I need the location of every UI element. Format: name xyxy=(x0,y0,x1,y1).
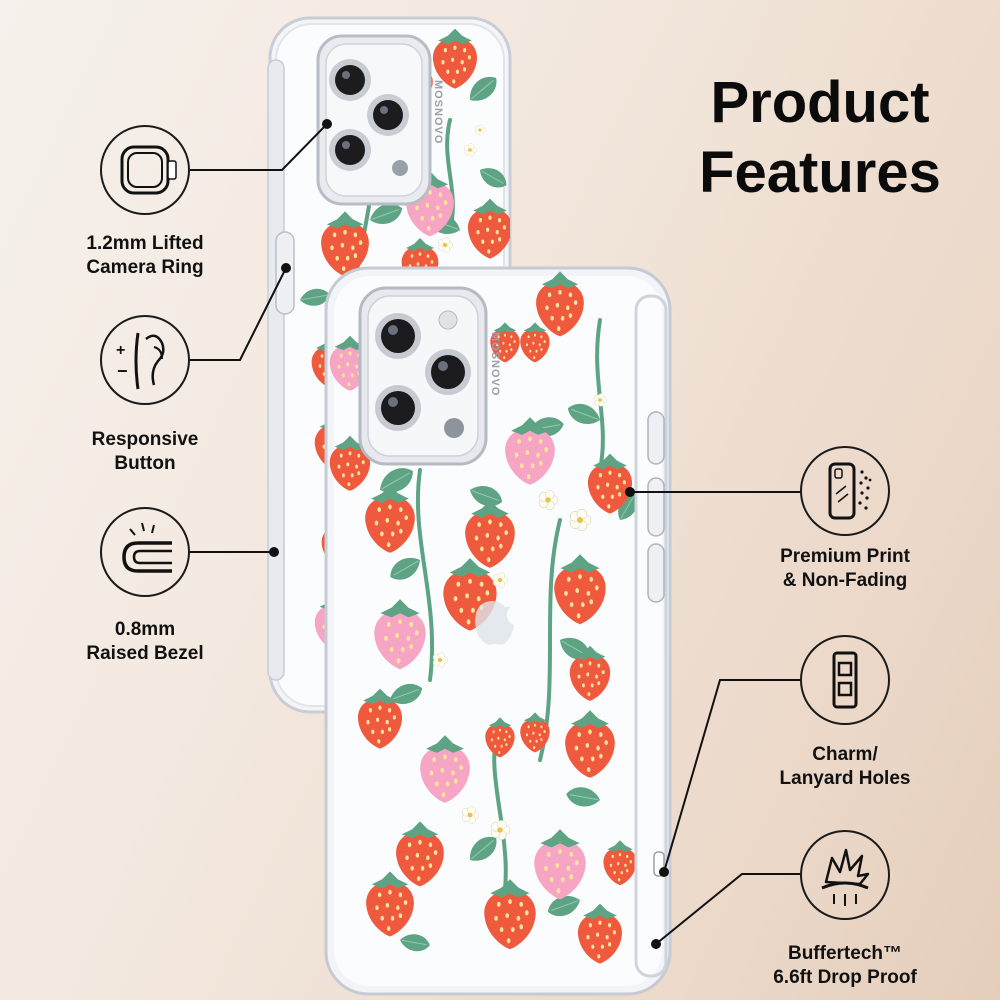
raised-bezel-line-1: 0.8mm xyxy=(114,619,176,640)
lanyard-holes-label: Charm/ Lanyard Holes xyxy=(755,743,935,791)
leaf-motif xyxy=(566,787,600,807)
strawberry-motif xyxy=(365,485,415,553)
apple-logo-icon xyxy=(475,601,514,645)
leaf-motif xyxy=(469,836,497,861)
strawberry-motif xyxy=(603,840,637,886)
leaf-motif xyxy=(480,168,507,188)
front-camera-module xyxy=(358,286,488,466)
blossom-motif xyxy=(490,820,511,840)
bezel-edge-icon xyxy=(122,522,172,573)
camera-ring-label: 1.2mm Lifted Camera Ring xyxy=(55,232,235,280)
premium-print-label: Premium Print & Non-Fading xyxy=(755,545,935,593)
button-press-icon: + − xyxy=(116,332,165,390)
front-strawberry-pattern xyxy=(329,271,638,964)
blossom-motif xyxy=(463,143,477,157)
premium-print-line-1: Premium Print xyxy=(780,546,910,567)
premium-print-line-2: & Non-Fading xyxy=(782,570,908,591)
strawberry-motif xyxy=(357,688,403,749)
raised-bezel-line-2: Raised Bezel xyxy=(86,643,204,664)
raised-bezel-badge xyxy=(100,507,190,597)
blossom-motif xyxy=(492,572,508,588)
strawberry-motif xyxy=(374,599,426,670)
strawberry-motif xyxy=(432,28,478,89)
strawberry-motif xyxy=(465,500,515,568)
strawberry-motif xyxy=(329,435,371,491)
print-spray-icon xyxy=(828,462,872,520)
page-title: Product Features xyxy=(660,68,980,208)
front-side-button-2 xyxy=(647,477,665,537)
back-brand-print: MOSNOVO xyxy=(432,80,444,144)
leaf-motif xyxy=(400,934,430,952)
vine-stem xyxy=(445,118,455,232)
strawberry-motif xyxy=(554,554,606,625)
strawberry-motif xyxy=(485,717,515,758)
buffertech-line-2: 6.6ft Drop Proof xyxy=(773,967,917,988)
strawberry-motif xyxy=(520,712,550,753)
strawberry-motif xyxy=(321,211,369,277)
strawberry-motif xyxy=(587,453,633,514)
buffertech-badge xyxy=(800,830,890,920)
blossom-motif xyxy=(538,490,559,510)
camera-ring-icon xyxy=(120,145,177,195)
leaf-motif xyxy=(300,288,330,306)
strawberry-motif xyxy=(520,322,550,363)
premium-print-badge xyxy=(800,446,890,536)
responsive-button-label: Responsive Button xyxy=(55,428,235,476)
front-phone-case: MOSNOVO xyxy=(324,266,672,996)
leaf-motif xyxy=(380,468,413,493)
blossom-motif xyxy=(474,124,486,136)
buffertech-label: Buffertech™ 6.6ft Drop Proof xyxy=(755,942,935,990)
leaf-motif xyxy=(470,486,503,507)
front-side-button-1 xyxy=(647,411,665,465)
buffertech-line-1: Buffertech™ xyxy=(787,943,902,964)
lanyard-hole xyxy=(653,851,665,877)
svg-text:+: + xyxy=(116,342,125,359)
responsive-button-line-2: Button xyxy=(114,453,176,474)
front-side-button-3 xyxy=(647,543,665,603)
lanyard-hole-icon xyxy=(832,651,858,709)
strawberry-motif xyxy=(565,710,615,778)
lanyard-holes-badge xyxy=(800,635,890,725)
leaf-motif xyxy=(370,203,403,224)
blossom-motif xyxy=(437,237,453,253)
camera-ring-line-2: Camera Ring xyxy=(86,257,204,278)
blossom-motif xyxy=(461,806,480,824)
leaf-motif xyxy=(390,683,423,704)
back-side-button xyxy=(275,231,295,315)
blossom-motif xyxy=(593,393,607,407)
responsive-button-badge: + − xyxy=(100,315,190,405)
blossom-motif xyxy=(569,508,592,532)
strawberry-motif xyxy=(490,322,520,363)
leaf-motif xyxy=(390,557,420,580)
lanyard-holes-line-2: Lanyard Holes xyxy=(779,768,911,789)
strawberry-motif xyxy=(396,821,444,887)
shock-absorb-icon xyxy=(821,848,870,906)
strawberry-motif xyxy=(467,198,510,259)
strawberry-motif xyxy=(536,271,584,337)
responsive-button-line-1: Responsive xyxy=(91,429,199,450)
strawberry-motif xyxy=(505,417,555,485)
leaf-motif xyxy=(469,76,497,101)
front-brand-print: MOSNOVO xyxy=(489,332,501,396)
camera-ring-line-1: 1.2mm Lifted xyxy=(86,233,204,254)
strawberry-motif xyxy=(420,735,470,803)
back-camera-module xyxy=(316,34,432,206)
vine-stem xyxy=(415,468,435,682)
title-line-1: Product xyxy=(710,70,930,135)
strawberry-motif xyxy=(577,903,623,964)
svg-text:−: − xyxy=(117,361,128,381)
strawberry-motif xyxy=(569,645,611,701)
leaf-motif xyxy=(567,403,600,424)
strawberry-motif xyxy=(534,829,586,900)
title-line-2: Features xyxy=(699,140,941,205)
strawberry-motif xyxy=(484,879,536,950)
strawberry-motif xyxy=(366,871,414,937)
leaf-motif xyxy=(547,896,580,917)
camera-ring-badge xyxy=(100,125,190,215)
blossom-motif xyxy=(432,652,448,668)
lanyard-holes-line-1: Charm/ xyxy=(812,744,878,765)
raised-bezel-label: 0.8mm Raised Bezel xyxy=(55,618,235,666)
